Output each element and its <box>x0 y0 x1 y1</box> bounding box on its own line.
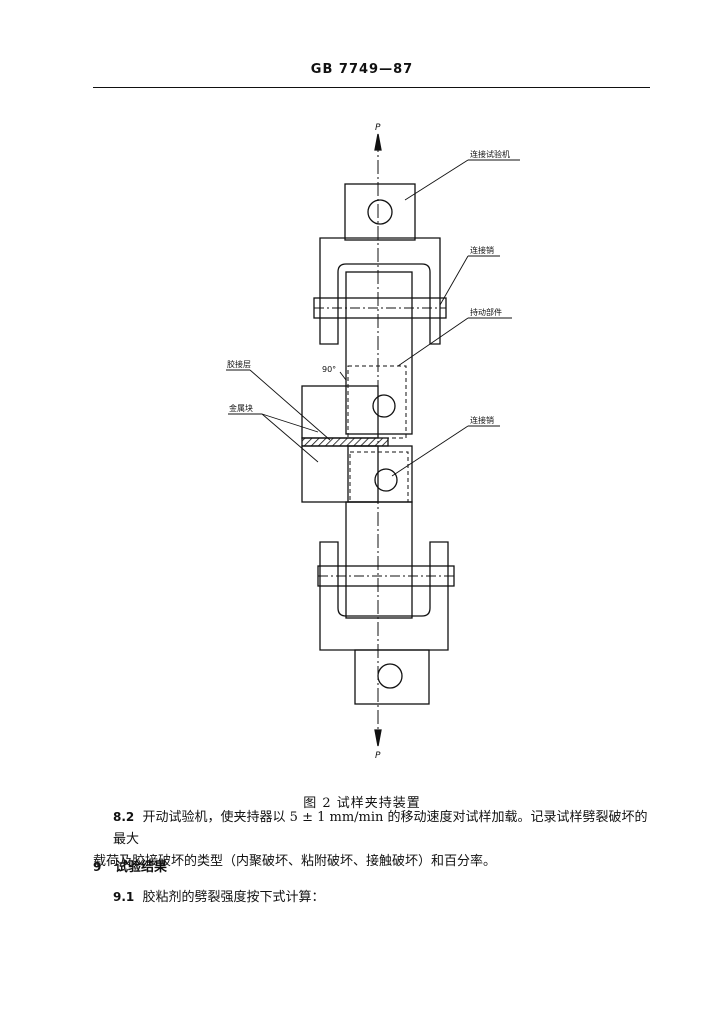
load-arrow-bottom <box>374 729 382 747</box>
leader-moving-part <box>397 317 469 367</box>
label-adhesive-layer: 胶接层 <box>227 359 251 369</box>
top-connector-hole <box>367 199 393 225</box>
header-rule <box>93 87 650 88</box>
section-9-1-number: 9.1 <box>113 890 135 904</box>
bottom-strap-hole <box>374 468 398 492</box>
figure-caption: 图 2 试样夹持装置 <box>303 796 421 811</box>
leader-metal-lower <box>261 413 319 463</box>
section-9-number: 9 <box>93 860 102 874</box>
section-9-title: 试验结果 <box>114 860 167 875</box>
standard-header: GB 7749—87 <box>310 62 414 77</box>
load-arrow-top <box>374 133 382 151</box>
section-8-2-number: 8.2 <box>113 810 135 824</box>
lower-block-ext <box>347 445 413 503</box>
section-9-1-text: 胶粘剂的劈裂强度按下式计算： <box>142 890 325 905</box>
label-angle: 90° <box>322 365 336 374</box>
top-strap-inner <box>347 365 407 439</box>
label-connect-machine: 连接试验机 <box>470 149 510 159</box>
lower-metal-block <box>301 445 379 503</box>
top-moving-part <box>345 271 413 435</box>
leader-connect-machine <box>404 159 469 201</box>
leader-metal-upper <box>261 413 319 433</box>
top-u-bracket <box>319 237 441 345</box>
label-metal-block: 金属块 <box>229 403 253 413</box>
leader-adhesive <box>249 369 331 441</box>
section-9-heading: 9 试验结果 <box>93 856 167 879</box>
section-9-1: 9.1 胶粘剂的劈裂强度按下式计算： <box>113 886 325 909</box>
bottom-u-bracket <box>319 541 449 651</box>
specimen-clamp-figure: P P 连接试验机 连接销 持动部件 胶接层 金属块 连接销 90° <box>226 123 520 761</box>
section-8-2: 8.2 开动试验机，使夹持器以 5 ± 1 mm/min 的移动速度对试样加载。… <box>93 806 653 873</box>
label-moving-part: 持动部件 <box>470 307 502 317</box>
leader-angle <box>339 371 347 381</box>
top-connector-block <box>344 183 416 241</box>
label-connect-pin-top: 连接销 <box>470 245 494 255</box>
bottom-moving-part <box>345 501 413 619</box>
bottom-strap-inner <box>349 451 409 503</box>
section-8-2-line2: 载荷及胶接破坏的类型（内聚破坏、粘附破坏、接触破坏）和百分率。 <box>93 854 497 869</box>
leader-connect-pin-bottom <box>391 425 469 477</box>
label-p-bottom: P <box>375 751 381 761</box>
section-8-2-line1: 开动试验机，使夹持器以 5 ± 1 mm/min 的移动速度对试样加载。记录试样… <box>113 810 648 847</box>
label-p-top: P <box>375 123 381 133</box>
top-strap-hole <box>372 394 396 418</box>
bottom-connector-block <box>354 649 430 705</box>
leader-connect-pin-top <box>439 255 469 306</box>
adhesive-layer <box>301 437 389 447</box>
label-connect-pin-bottom: 连接销 <box>470 415 494 425</box>
bottom-connector-hole <box>377 663 403 689</box>
